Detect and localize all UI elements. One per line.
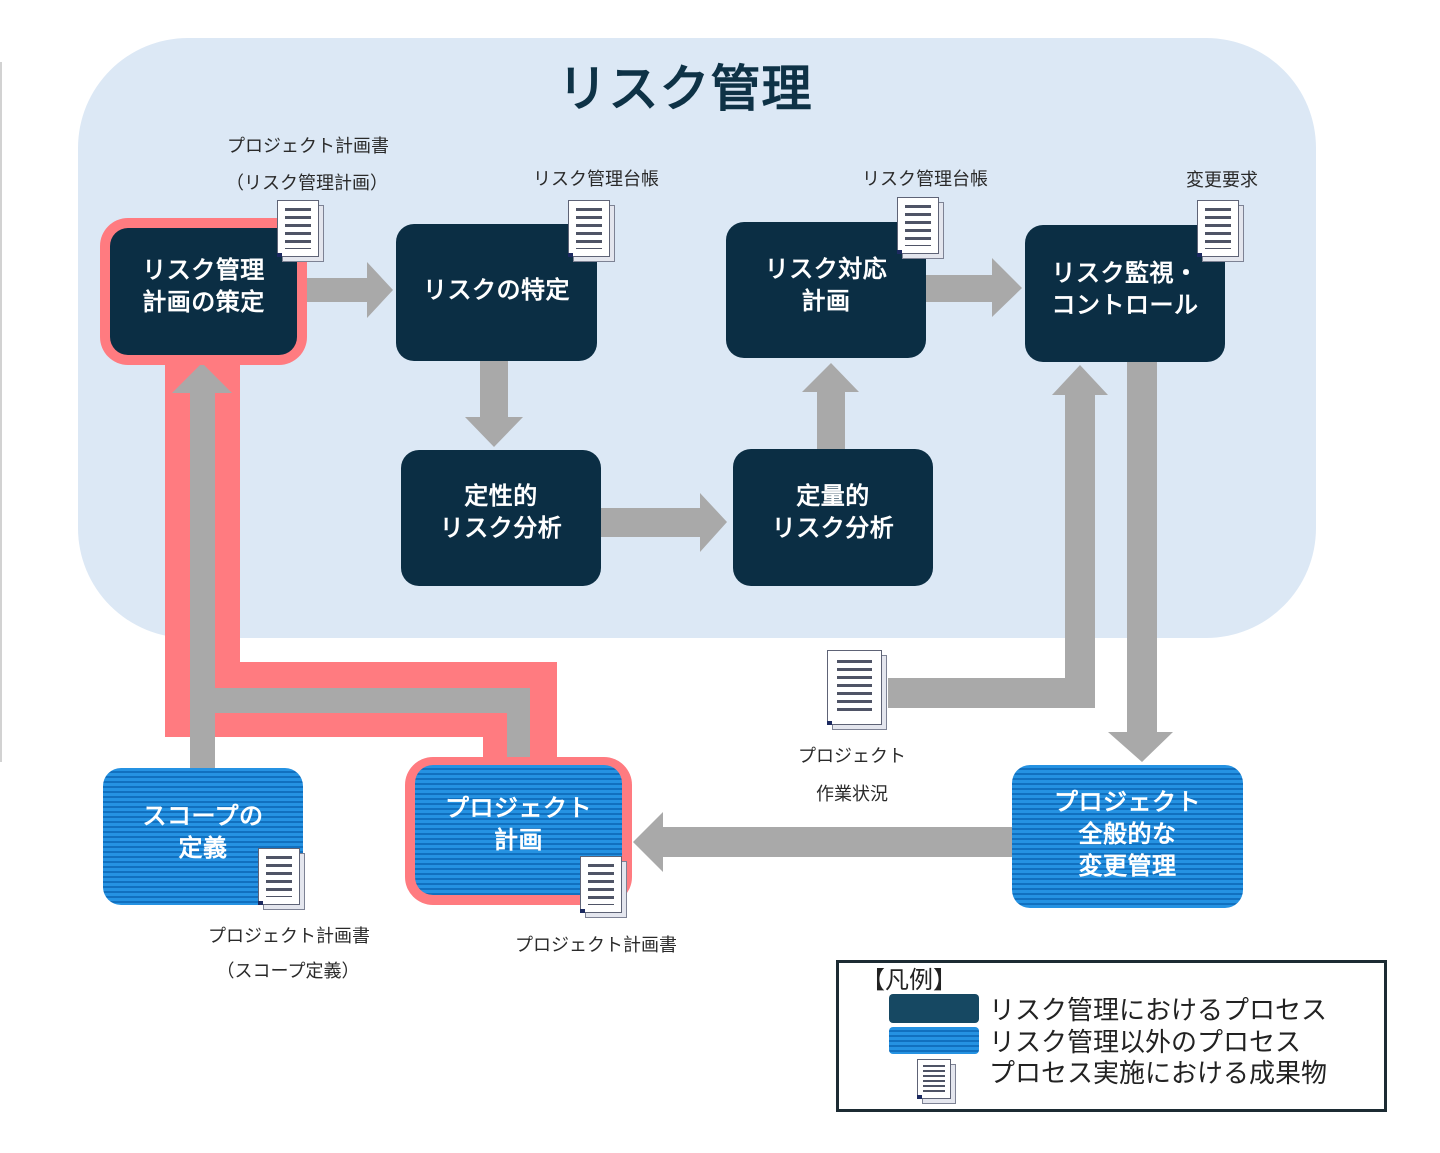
process-label: リスクの特定 xyxy=(423,276,570,304)
document-icon xyxy=(277,200,324,262)
artifact-label: プロジェクト xyxy=(798,746,906,767)
process-label: 変更管理 xyxy=(1078,851,1177,880)
arrow-plan-to-identify xyxy=(307,262,393,318)
process-quantitative-risk-analysis[interactable]: 定量的 リスク分析 xyxy=(733,449,933,586)
process-label: 計画の策定 xyxy=(142,287,265,316)
arrow-qualitative-to-quantitative xyxy=(601,493,727,552)
arrow-project-plan-to-plan xyxy=(215,688,530,760)
arrow-scope-to-plan xyxy=(172,363,232,768)
legend-swatch-risk-process xyxy=(889,994,979,1023)
document-icon xyxy=(827,650,887,730)
process-label: 計画 xyxy=(494,826,543,854)
document-icon xyxy=(1197,200,1244,262)
process-plan-risk-responses[interactable]: リスク対応 計画 xyxy=(726,222,926,358)
legend: 【凡例】 リスク管理におけるプロセス リスク管理以外のプロセス プロセス実施にお… xyxy=(836,960,1387,1112)
process-integrated-change-control[interactable]: プロジェクト 全般的な 変更管理 xyxy=(1012,765,1243,908)
legend-label: プロセス実施における成果物 xyxy=(989,1059,1328,1089)
process-label: リスク管理 xyxy=(142,255,265,284)
legend-title: 【凡例】 xyxy=(861,966,957,994)
artifact-label: プロジェクト計画書 xyxy=(515,935,677,956)
document-icon xyxy=(917,1059,956,1104)
process-plan-risk-management[interactable]: リスク管理 計画の策定 xyxy=(110,228,297,355)
legend-label: リスク管理以外のプロセス xyxy=(989,1028,1302,1058)
document-icon xyxy=(897,197,944,259)
process-label: 計画 xyxy=(801,287,851,315)
arrow-change-control-to-project-plan xyxy=(633,812,1012,872)
legend-label: リスク管理におけるプロセス xyxy=(989,996,1328,1026)
process-label: 定量的 xyxy=(796,481,870,510)
arrow-work-status-to-monitor xyxy=(888,365,1108,708)
process-label: リスク対応 xyxy=(764,255,888,283)
arrow-identify-to-qualitative xyxy=(465,361,523,447)
process-qualitative-risk-analysis[interactable]: 定性的 リスク分析 xyxy=(401,450,601,586)
process-identify-risks[interactable]: リスクの特定 xyxy=(396,224,597,361)
document-icon xyxy=(258,848,305,910)
process-label: 定義 xyxy=(178,833,228,862)
document-icon xyxy=(580,856,627,918)
process-label: リスク分析 xyxy=(771,513,895,542)
process-label: プロジェクト xyxy=(445,794,592,822)
artifact-label: （スコープ定義） xyxy=(216,961,360,982)
process-label: プロジェクト xyxy=(1054,787,1201,816)
process-define-scope[interactable]: スコープの 定義 xyxy=(103,768,303,905)
process-label: 定性的 xyxy=(464,482,538,510)
artifact-label: 作業状況 xyxy=(816,784,888,805)
artifact-label: プロジェクト計画書 xyxy=(208,926,370,947)
page-edge-line xyxy=(0,62,2,762)
arrow-quantitative-to-response xyxy=(802,363,859,449)
legend-swatch-other-process xyxy=(889,1027,979,1054)
process-monitor-control-risks[interactable]: リスク監視・ コントロール xyxy=(1025,225,1225,362)
artifact-label: リスク管理台帳 xyxy=(862,169,988,190)
artifact-label: プロジェクト計画書 xyxy=(227,136,389,157)
process-label: 全般的な xyxy=(1078,819,1177,848)
arrow-monitor-to-change-control xyxy=(1108,362,1173,762)
arrow-response-to-monitor xyxy=(926,258,1022,317)
process-label: コントロール xyxy=(1051,290,1199,319)
artifact-label: （リスク管理計画） xyxy=(226,173,388,194)
process-label: リスク分析 xyxy=(439,514,563,542)
process-label: リスク監視・ xyxy=(1051,258,1199,287)
process-label: スコープの xyxy=(142,801,264,830)
artifact-label: 変更要求 xyxy=(1186,170,1258,191)
artifact-label: リスク管理台帳 xyxy=(533,169,659,190)
diagram-title: リスク管理 xyxy=(557,60,813,118)
document-icon xyxy=(568,200,615,262)
